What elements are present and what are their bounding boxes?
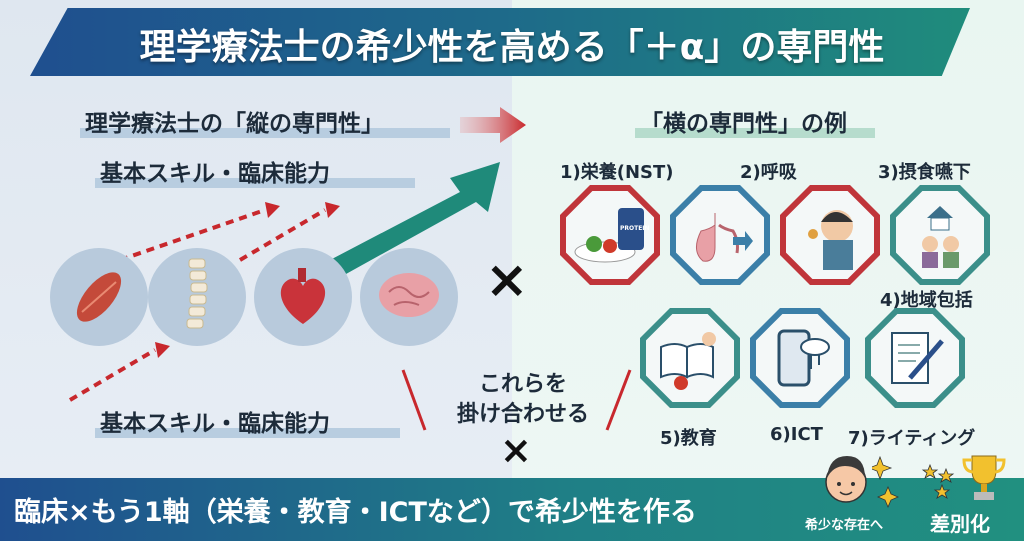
vertical-expertise-heading: 理学療法士の「縦の専門性」 bbox=[85, 111, 384, 137]
trophy-icon bbox=[962, 455, 1006, 500]
item-label-nutrition: 1)栄養(NST) bbox=[560, 162, 674, 183]
growth-arrow-icon bbox=[330, 162, 500, 274]
swallowing-icon bbox=[780, 185, 880, 285]
horizontal-expertise-heading: 「横の専門性」の例 bbox=[640, 111, 847, 137]
dotted-arrow bbox=[238, 208, 327, 262]
lungs-icon bbox=[670, 185, 770, 285]
dotted-arrow bbox=[119, 208, 266, 262]
protein-label: PROTEIN bbox=[620, 225, 650, 232]
combine-text-line2: 掛け合わせる bbox=[456, 402, 589, 427]
footer-message: 臨床×もう1軸（栄養・教育・ICTなど）で希少性を作る bbox=[14, 497, 697, 528]
sparkle-stars-icon bbox=[872, 455, 955, 509]
skills-underline bbox=[95, 428, 400, 438]
dotted-arrow bbox=[68, 348, 157, 402]
spine-icon bbox=[148, 248, 246, 346]
multiply-symbol-bottom: × bbox=[500, 428, 532, 472]
muscle-icon bbox=[50, 248, 148, 346]
nutrition-icon: PROTEIN bbox=[560, 185, 660, 285]
differentiation-label: 差別化 bbox=[930, 512, 990, 536]
writing-icon bbox=[865, 308, 965, 408]
item-label-respiration: 2)呼吸 bbox=[740, 162, 797, 183]
multiply-symbol: × bbox=[485, 250, 529, 310]
heading-underline bbox=[80, 128, 450, 138]
red-arrow-icon bbox=[460, 107, 526, 143]
item-label-writing: 7)ライティング bbox=[848, 428, 976, 449]
skills-underline bbox=[95, 178, 415, 188]
skills-label-top: 基本スキル・臨床能力 bbox=[100, 161, 330, 187]
item-label-community: 4)地域包括 bbox=[880, 290, 973, 311]
item-label-swallowing: 3)摂食嚥下 bbox=[878, 162, 971, 183]
rare-presence-label: 希少な存在へ bbox=[805, 518, 884, 533]
skills-label-bottom: 基本スキル・臨床能力 bbox=[100, 411, 330, 437]
slash-dividers bbox=[401, 369, 632, 431]
person-face-icon bbox=[825, 456, 867, 503]
horizontal-heading-underline bbox=[635, 128, 875, 138]
page-title: 理学療法士の希少性を高める「＋α」の専門性 bbox=[139, 27, 885, 68]
title-banner bbox=[30, 8, 970, 76]
heart-icon bbox=[254, 248, 352, 346]
combine-text-line1: これらを bbox=[478, 372, 567, 397]
ict-icon bbox=[750, 308, 850, 408]
community-icon bbox=[890, 185, 990, 285]
education-icon bbox=[640, 308, 740, 408]
item-label-ict: 6)ICT bbox=[770, 424, 823, 445]
growth-arrows bbox=[68, 162, 500, 402]
brain-icon bbox=[360, 248, 458, 346]
item-label-education: 5)教育 bbox=[660, 428, 717, 449]
